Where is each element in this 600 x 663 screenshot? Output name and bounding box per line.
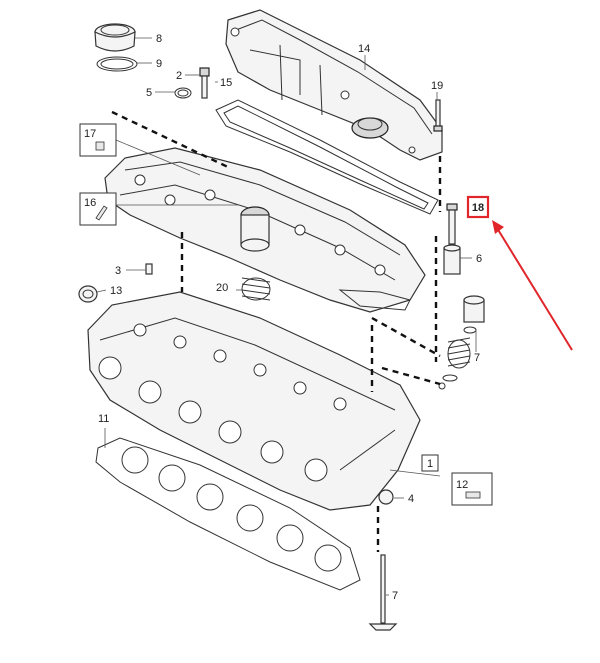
oil-filler-seal xyxy=(96,56,138,72)
bolt-2 xyxy=(199,67,210,99)
callout-11: 11 xyxy=(98,413,109,425)
valve-cover xyxy=(225,9,443,161)
camshaft-carrier xyxy=(104,147,426,313)
ref-box-12 xyxy=(451,472,493,506)
callout-9: 9 xyxy=(156,58,162,70)
callout-14: 14 xyxy=(358,43,370,55)
callout-20: 20 xyxy=(216,282,228,294)
callout-12: 12 xyxy=(456,479,468,491)
callout-8: 8 xyxy=(156,33,162,45)
highlight-box-18 xyxy=(466,195,490,219)
ref-box-16 xyxy=(79,192,117,226)
callout-17: 17 xyxy=(84,128,96,140)
callout-16: 16 xyxy=(84,197,96,209)
head-gasket xyxy=(95,437,361,591)
callout-7-lower: 7 xyxy=(392,590,398,602)
callout-13: 13 xyxy=(110,285,122,297)
bolt-18 xyxy=(446,203,458,245)
valve xyxy=(368,554,398,631)
bolt-19 xyxy=(433,99,443,132)
callout-labels: 1 2 3 4 5 6 7 7 8 9 11 12 13 14 15 16 17… xyxy=(84,33,484,602)
oil-filler-cap xyxy=(94,23,136,52)
callout-5: 5 xyxy=(146,87,152,99)
ring-5 xyxy=(174,87,192,99)
valve-cover-gasket xyxy=(215,99,439,215)
ref-box-1 xyxy=(421,454,439,472)
callout-19: 19 xyxy=(431,80,443,92)
callout-18: 18 xyxy=(472,202,484,214)
callout-1: 1 xyxy=(427,458,433,470)
dashed-reference-lines xyxy=(111,110,442,552)
plug-4 xyxy=(378,489,394,505)
bushing-3 xyxy=(145,263,153,275)
valve-spring-assembly xyxy=(438,295,485,390)
callout-7-upper: 7 xyxy=(474,352,480,364)
callout-2: 2 xyxy=(176,70,182,82)
spring-20 xyxy=(241,277,271,301)
plug-13 xyxy=(78,285,98,303)
highlight-arrow xyxy=(492,220,573,351)
callout-6: 6 xyxy=(476,253,482,265)
ref-box-17 xyxy=(79,123,117,157)
callout-4: 4 xyxy=(408,493,414,505)
callout-15: 15 xyxy=(220,77,232,89)
cylinder-head xyxy=(87,291,421,511)
leader-lines xyxy=(96,37,477,596)
callout-3: 3 xyxy=(115,265,121,277)
sleeve-6 xyxy=(443,244,461,275)
